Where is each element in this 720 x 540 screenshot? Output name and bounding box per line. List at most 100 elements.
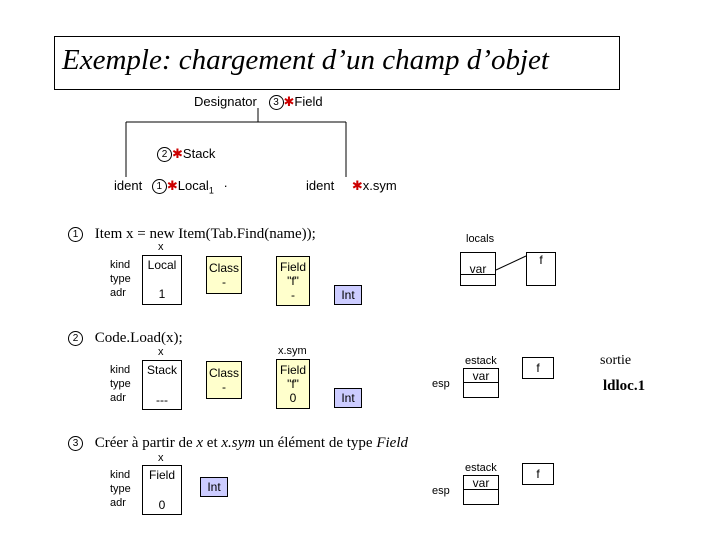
field-label: Field [279,363,306,377]
item2-int-obj: Int [334,388,362,408]
step3-text-a: Créer à partir de [94,435,197,451]
kind-label: kind [110,469,131,481]
star-icon: ✱ [166,178,178,193]
step2-text: 2 Code.Load(x); [68,330,183,347]
step1-text: 1 Item x = new Item(Tab.Find(name)); [68,226,316,243]
stack-node: 2✱Stack [157,146,215,163]
step3-marker: 3 [268,95,284,111]
class-label: Class [208,366,239,380]
item1-adr-value: 1 [158,287,166,301]
estack1-label: estack [465,355,497,367]
estack2-f-box: f [522,463,554,485]
estack1-var-label: var [472,369,490,383]
kind-label: kind [110,364,131,376]
field-adr-value: - [291,288,295,302]
page-title: Exemple: chargement d’un champ d’objet [62,44,549,76]
step1-code: Item x = new Item(Tab.Find(name)); [94,226,316,242]
estack2-var-label: var [472,476,490,490]
item2-field-labels: kind type adr [110,363,131,405]
ident-local-node: ident 1✱Local1 · [114,178,228,196]
class-value: - [222,380,226,394]
field-label: Field [294,94,323,109]
type-label: type [110,483,131,495]
item3-box [142,465,182,515]
step2-marker: 2 [157,147,172,163]
item3-field-labels: kind type adr [110,468,131,510]
sortie-instruction: ldloc.1 [603,378,646,394]
estack2-esp-label: esp [432,485,450,497]
locals-f-label: f [539,253,543,267]
item2-kind-value: Stack [146,363,177,377]
designator-label: Designator [194,94,257,109]
title-frame [54,36,620,90]
item1-name: x [158,241,164,253]
field-adr-value: 0 [289,391,297,405]
star-icon: ✱ [172,146,183,161]
class-value: - [222,275,226,289]
locals-var-divider [460,274,496,275]
estack2-label: estack [465,462,497,474]
item3-kind-value: Field [148,468,175,482]
estack1-var-box: var [463,368,499,398]
adr-label: adr [110,392,126,404]
estack1-esp-label: esp [432,378,450,390]
item2-class-obj: Class - [206,361,242,399]
step3-text-xsym: x.sym [221,435,256,451]
ident-xsym-node: ident ✱x.sym [306,178,397,194]
step1-marker: 1 [151,179,167,195]
ident-label: ident [114,178,143,193]
step3-text-field: Field [376,435,408,451]
step3-text-c: un élément de type [255,435,377,451]
step3-text-x: x [196,435,204,451]
estack2-var-divider [463,489,499,490]
field-name-value: "f" [287,274,299,288]
step1-marker: 1 [68,227,83,243]
star-icon: ✱ [351,178,363,193]
dot-operator: · [223,178,228,193]
item1-kind-value: Local [147,258,177,272]
kind-label: kind [110,259,131,271]
star-icon: ✱ [283,94,295,109]
item3-adr-value: 0 [158,498,166,512]
estack1-f-box: f [522,357,554,379]
pointer-line-locals [495,255,527,271]
item2-box [142,360,182,410]
step3-marker: 3 [68,436,83,452]
item2-name: x [158,346,164,358]
locals-var-label: var [469,262,487,276]
step3-text-b: et [203,435,222,451]
item3-name: x [158,452,164,464]
item1-field-labels: kind type adr [110,258,131,300]
estack2-var-box: var [463,475,499,505]
item1-int-obj: Int [334,285,362,305]
type-label: type [110,273,131,285]
local-label: Local [177,178,209,193]
xsym-label: x.sym [362,178,397,193]
locals-label: locals [466,233,495,245]
locals-f-box: f [526,252,556,286]
field-label: Field [279,260,306,274]
step2-code: Code.Load(x); [94,330,183,346]
type-label: type [110,378,131,390]
item1-class-obj: Class - [206,256,242,294]
int-label: Int [207,480,221,494]
item1-box [142,255,182,305]
ident-label: ident [306,178,335,193]
locals-var-box: var [460,252,496,286]
int-label: Int [341,391,355,405]
estack1-f-label: f [536,361,540,375]
int-label: Int [341,288,355,302]
item2-adr-value: --- [156,393,168,407]
item2-field-obj: Field "f" 0 [276,359,310,409]
adr-label: adr [110,287,126,299]
step3-text: 3 Créer à partir de x et x.sym un élémen… [68,435,408,452]
item2-xsym-label: x.sym [278,345,307,357]
item1-field-obj: Field "f" - [276,256,310,306]
sortie-label: sortie [600,353,632,368]
class-label: Class [208,261,239,275]
estack2-f-label: f [536,467,540,481]
designator-node: Designator 3✱Field [194,94,323,111]
estack1-var-divider [463,382,499,383]
item3-int-obj: Int [200,477,228,497]
